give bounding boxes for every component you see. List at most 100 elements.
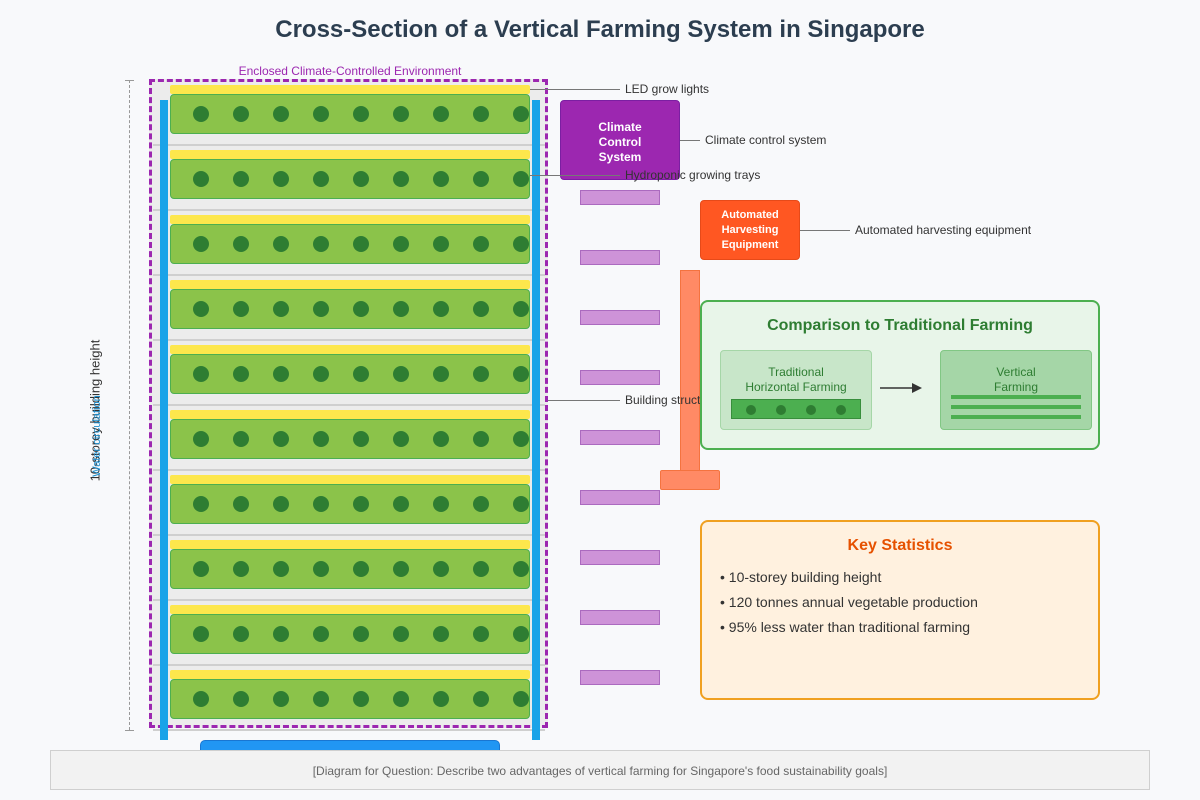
air-vent — [580, 490, 660, 505]
plant — [393, 626, 409, 642]
air-vent — [580, 670, 660, 685]
plant — [393, 106, 409, 122]
plant — [513, 431, 529, 447]
plant — [473, 236, 489, 252]
question-footer: [Diagram for Question: Describe two adva… — [50, 750, 1150, 790]
plant — [273, 496, 289, 512]
building-callout-line — [548, 400, 620, 401]
plant — [513, 301, 529, 317]
stat-item: • 10-storey building height — [720, 569, 882, 585]
harvest-line-1: Automated — [721, 209, 779, 221]
air-vent — [580, 190, 660, 205]
plant — [393, 171, 409, 187]
height-axis — [129, 80, 131, 730]
plant — [473, 691, 489, 707]
plant — [433, 366, 449, 382]
harvesting-equipment-box: Automated Harvesting Equipment — [700, 200, 800, 260]
plant — [313, 496, 329, 512]
plant — [353, 691, 369, 707]
climate-line-1: Climate — [598, 120, 642, 134]
air-vent — [580, 550, 660, 565]
floor-divider — [153, 274, 545, 276]
plant — [513, 626, 529, 642]
stat-item: • 95% less water than traditional farmin… — [720, 619, 971, 635]
vertical-farming-box: Vertical Farming — [940, 350, 1092, 430]
comparison-title: Comparison to Traditional Farming — [767, 317, 1033, 334]
plant — [273, 431, 289, 447]
vertical-layer — [951, 415, 1081, 419]
plant — [233, 106, 249, 122]
floor-divider — [153, 339, 545, 341]
plant — [313, 301, 329, 317]
plant — [193, 496, 209, 512]
climate-line-2: Control — [598, 135, 642, 149]
plant — [193, 561, 209, 577]
plant — [433, 431, 449, 447]
plant — [353, 431, 369, 447]
field-plant — [836, 405, 846, 415]
plant — [273, 691, 289, 707]
plant — [513, 366, 529, 382]
climate-control-box: Climate Control System — [560, 100, 680, 180]
vertical-line-2: Farming — [993, 380, 1038, 394]
plant — [433, 171, 449, 187]
plant — [193, 626, 209, 642]
floor-divider — [153, 144, 545, 146]
plant — [193, 431, 209, 447]
hydroponic-tray — [170, 614, 530, 654]
floor-divider — [153, 664, 545, 666]
plant — [433, 301, 449, 317]
led-grow-light — [170, 85, 530, 94]
hydroponic-tray — [170, 94, 530, 134]
harvest-line-2: Harvesting — [721, 224, 779, 236]
floor-divider — [153, 729, 545, 731]
plant — [233, 431, 249, 447]
vertical-line-1: Vertical — [996, 365, 1036, 379]
climate-callout: Climate control system — [705, 133, 827, 147]
plant — [313, 691, 329, 707]
plant — [313, 626, 329, 642]
plant — [433, 626, 449, 642]
led-grow-light — [170, 345, 530, 354]
vertical-layer — [951, 405, 1081, 409]
plant — [233, 236, 249, 252]
plant — [193, 106, 209, 122]
plant — [513, 691, 529, 707]
harvest-callout: Automated harvesting equipment — [855, 223, 1032, 237]
plant — [313, 561, 329, 577]
structure-column — [680, 270, 700, 475]
hydroponic-tray — [170, 289, 530, 329]
plant — [353, 626, 369, 642]
traditional-line-1: Traditional — [768, 365, 824, 379]
field-plant — [746, 405, 756, 415]
hydroponic-tray — [170, 224, 530, 264]
plant — [233, 301, 249, 317]
plant — [313, 431, 329, 447]
plant — [353, 561, 369, 577]
plant — [513, 496, 529, 512]
plant — [273, 626, 289, 642]
plant — [353, 366, 369, 382]
plant — [273, 301, 289, 317]
plant — [393, 431, 409, 447]
hydroponic-tray — [170, 679, 530, 719]
led-grow-light — [170, 540, 530, 549]
plant — [193, 301, 209, 317]
plant — [473, 106, 489, 122]
hydroponic-tray — [170, 159, 530, 199]
led-grow-light — [170, 475, 530, 484]
climate-line-3: System — [598, 150, 642, 164]
plant — [353, 236, 369, 252]
plant — [393, 496, 409, 512]
plant — [393, 236, 409, 252]
water-pipe-left — [160, 100, 168, 740]
field-plant — [806, 405, 816, 415]
led-grow-light — [170, 280, 530, 289]
plant — [233, 561, 249, 577]
plant — [393, 691, 409, 707]
plant — [193, 366, 209, 382]
hydroponic-tray — [170, 419, 530, 459]
plant — [393, 366, 409, 382]
plant — [193, 171, 209, 187]
plant — [353, 301, 369, 317]
